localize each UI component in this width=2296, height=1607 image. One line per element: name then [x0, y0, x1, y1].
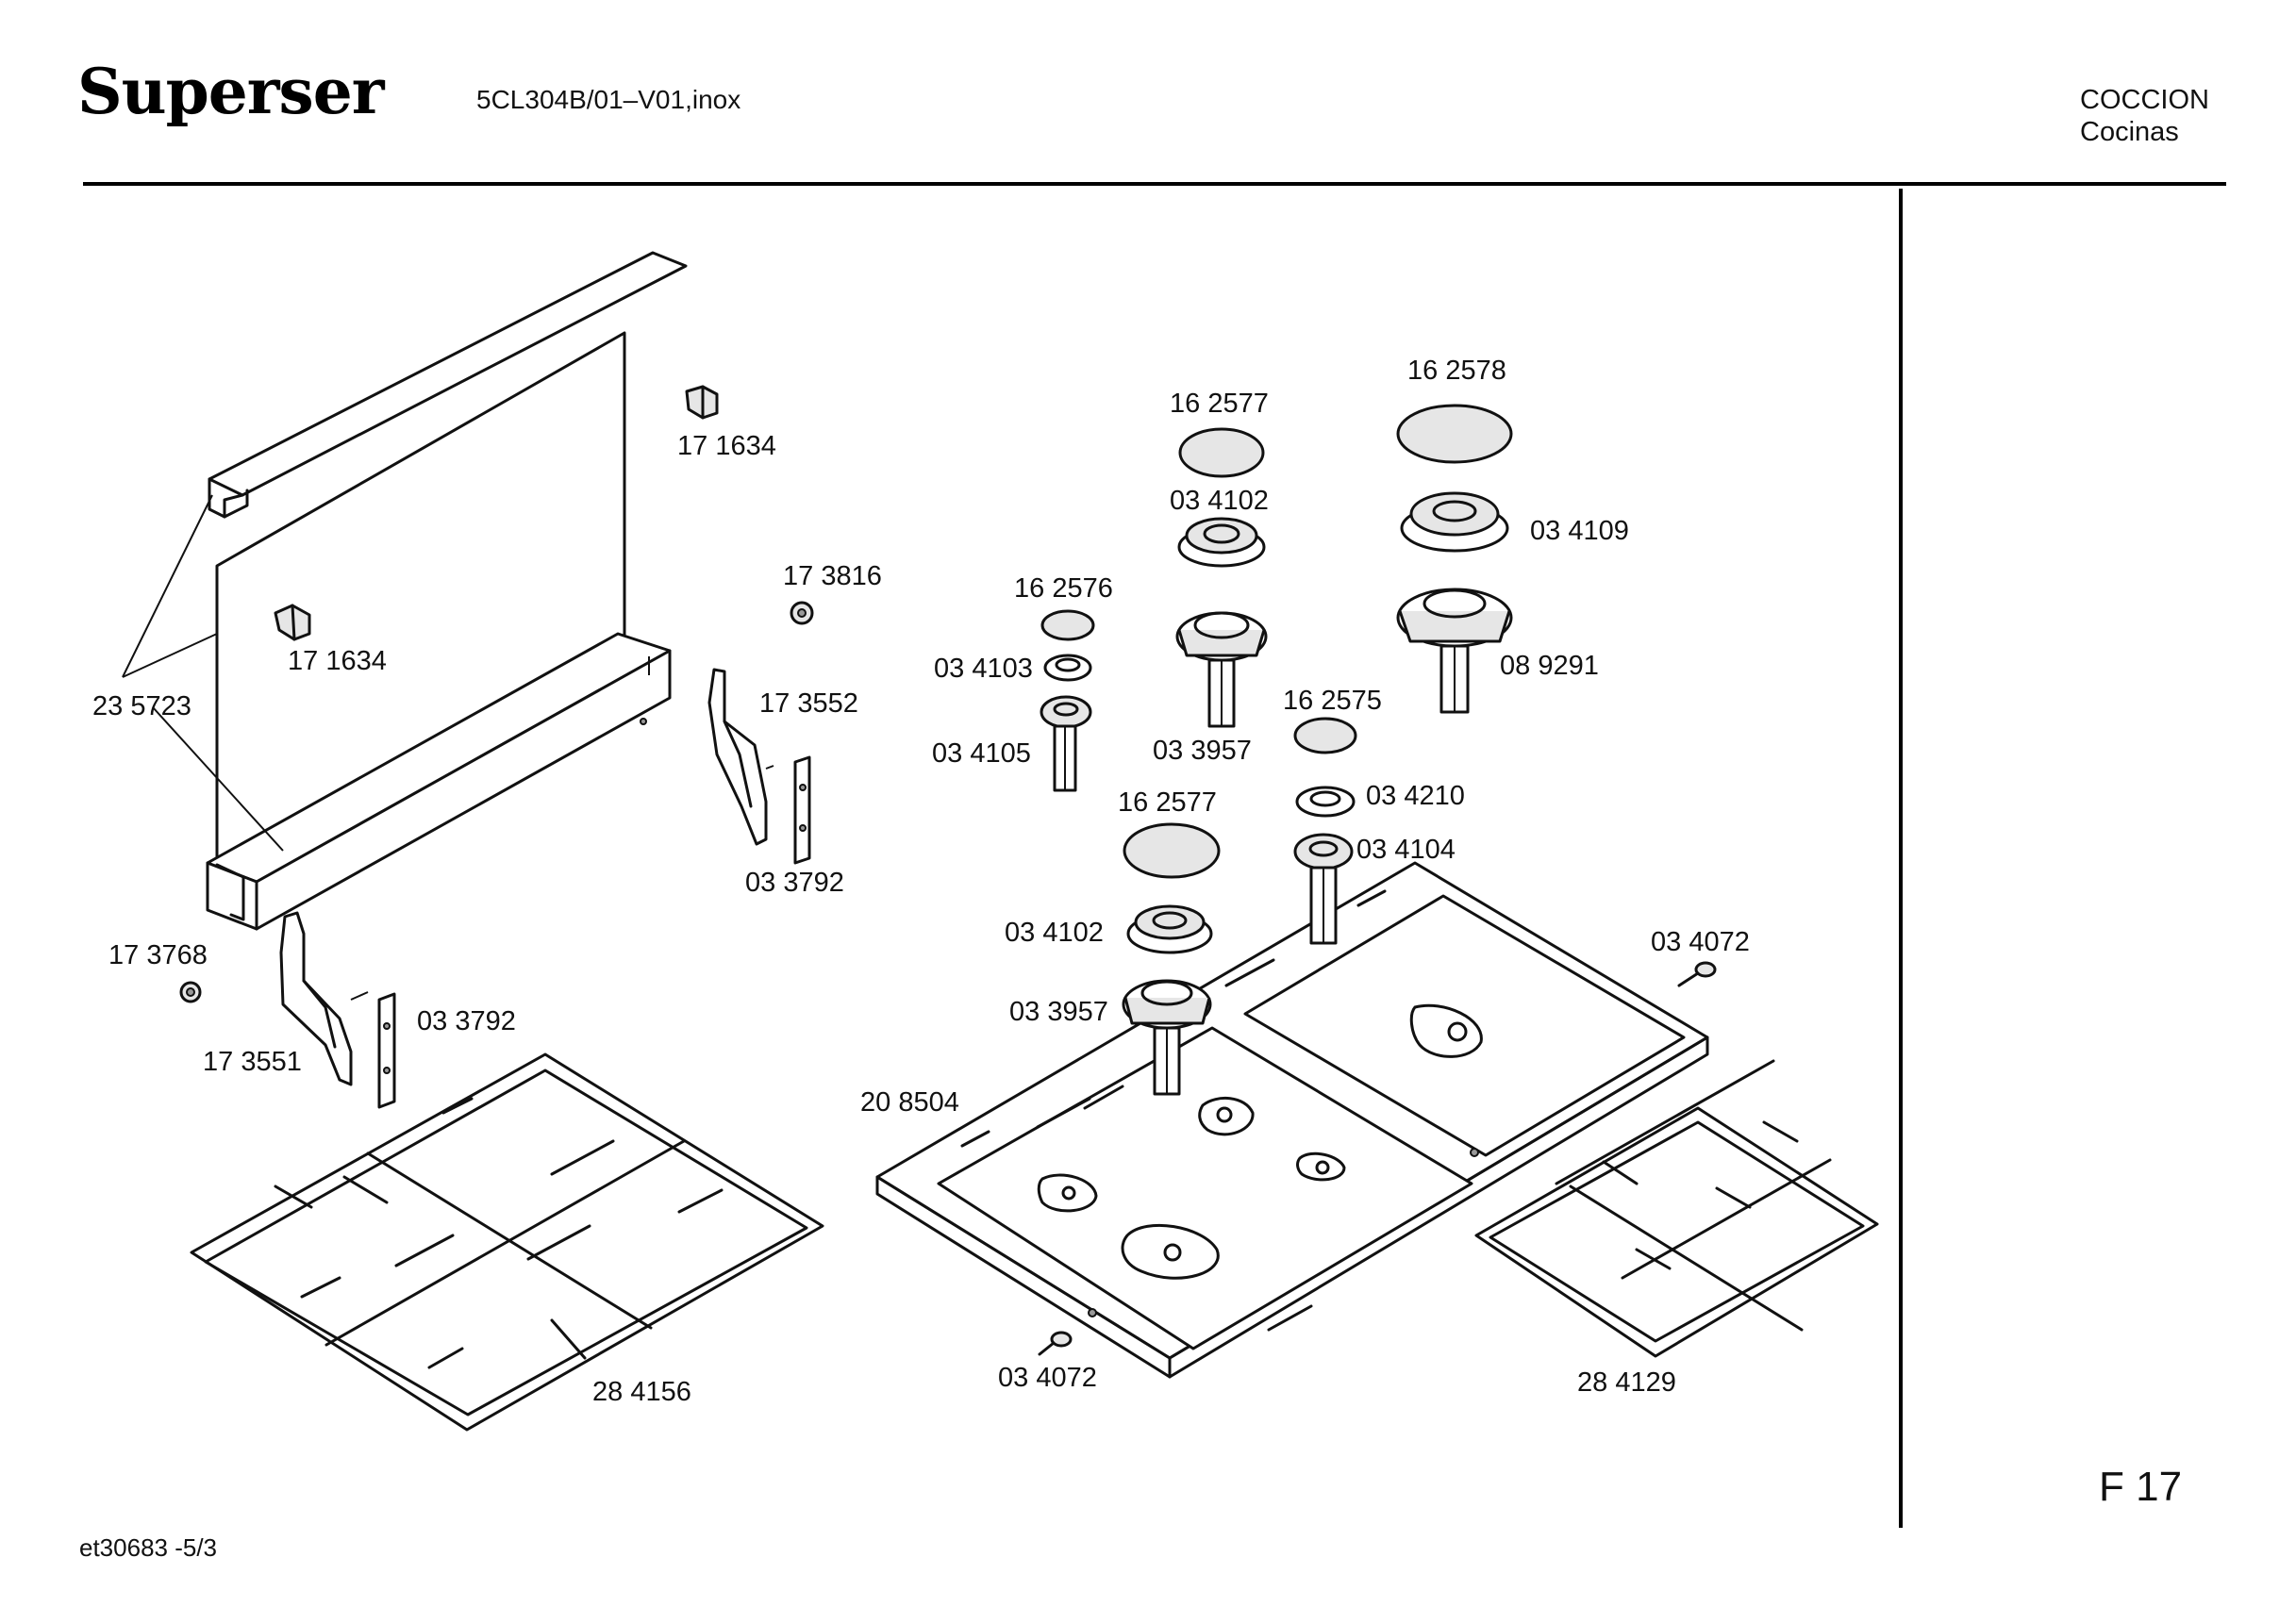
- part-label: 03 4103: [934, 654, 1033, 684]
- burner-ring-front: [1126, 904, 1213, 954]
- part-label: 23 5723: [92, 691, 191, 721]
- part-label: 03 4109: [1530, 516, 1629, 546]
- burner-cap-small: [1040, 609, 1095, 641]
- pan-support-small: [1474, 1059, 1879, 1358]
- screw-right: [1677, 961, 1717, 987]
- knob-stud: [790, 601, 814, 625]
- burner-body-aux: [1293, 833, 1354, 945]
- drawing-reference: et30683 -5/3: [79, 1533, 218, 1562]
- part-label: 03 3792: [745, 868, 844, 898]
- part-label: 16 2577: [1170, 389, 1269, 419]
- part-label: 28 4156: [592, 1377, 691, 1407]
- hob-base: [875, 861, 1709, 1379]
- burner-body-front: [1122, 979, 1212, 1096]
- part-label: 28 4129: [1577, 1367, 1676, 1398]
- header-divider: [83, 182, 2226, 186]
- screw-bottom: [1038, 1331, 1073, 1356]
- part-label: 17 3552: [759, 688, 858, 719]
- part-label: 16 2576: [1014, 573, 1113, 604]
- part-label: 03 4102: [1170, 486, 1269, 516]
- burner-body-small: [1040, 695, 1092, 792]
- part-label: 20 8504: [860, 1087, 959, 1118]
- part-label: 17 1634: [677, 431, 776, 461]
- part-label: 16 2577: [1118, 787, 1217, 818]
- part-label: 03 4102: [1005, 918, 1104, 948]
- mounting-strip-right: [793, 755, 811, 865]
- part-label: 03 4072: [1651, 927, 1750, 957]
- part-label: 17 1634: [288, 646, 387, 676]
- part-label: 16 2578: [1407, 356, 1506, 386]
- part-label: 03 3957: [1153, 736, 1252, 766]
- brand-logo: Superser: [77, 55, 384, 128]
- model-number: 5CL304B/01–V01,inox: [476, 85, 741, 114]
- burner-cap-aux: [1293, 717, 1357, 754]
- sidebar-divider: [1899, 189, 1903, 1528]
- burner-body-rear-right: [1396, 588, 1513, 714]
- category-subtitle: Cocinas: [2080, 117, 2179, 147]
- part-label: 03 4104: [1356, 835, 1456, 865]
- clip-upper: [685, 385, 719, 420]
- backsplash-bottom-channel: [206, 632, 672, 931]
- part-label: 03 3957: [1009, 997, 1108, 1027]
- burner-ring-rear-mid: [1177, 517, 1266, 568]
- part-label: 16 2575: [1283, 686, 1382, 716]
- part-label: 03 4072: [998, 1363, 1097, 1393]
- screw-left: [179, 981, 202, 1003]
- side-bracket-left: [279, 911, 369, 1086]
- part-label: 08 9291: [1500, 651, 1599, 681]
- part-label: 03 4210: [1366, 781, 1465, 811]
- part-label: 03 3792: [417, 1006, 516, 1036]
- part-label: 17 3816: [783, 561, 882, 591]
- burner-ring-rear-right: [1400, 491, 1509, 553]
- burner-cap-rear-right: [1396, 404, 1513, 464]
- mounting-strip-left: [377, 992, 396, 1109]
- pan-support-large: [190, 1052, 824, 1432]
- part-label: 17 3551: [203, 1047, 302, 1077]
- backsplash-top-trim: [208, 251, 688, 519]
- part-label: 17 3768: [108, 940, 208, 970]
- part-label: 03 4105: [932, 738, 1031, 769]
- burner-cap-rear-mid: [1178, 427, 1265, 478]
- burner-cap-front: [1123, 822, 1221, 879]
- clip-lower: [274, 604, 311, 641]
- burner-ring-small: [1043, 654, 1092, 682]
- side-bracket-right: [707, 668, 774, 846]
- figure-number: F 17: [2099, 1464, 2183, 1510]
- burner-ring-aux: [1295, 786, 1356, 818]
- burner-body-rear-mid: [1175, 611, 1268, 728]
- category-title: COCCION: [2080, 85, 2209, 115]
- label-leaders: [122, 494, 284, 852]
